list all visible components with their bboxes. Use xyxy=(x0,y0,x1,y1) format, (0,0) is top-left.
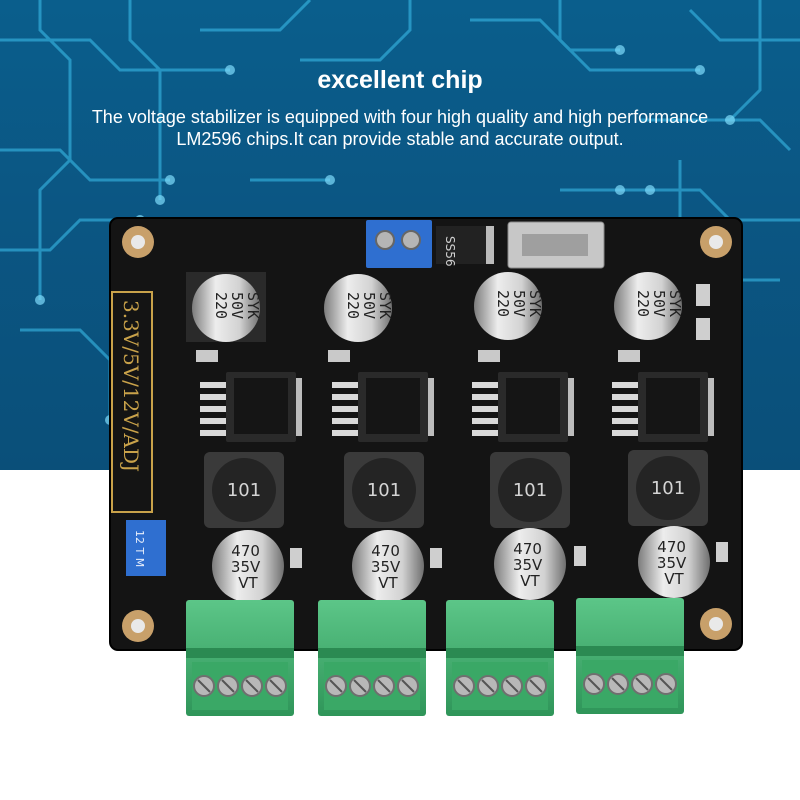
regulator-channel: 220 50V SYK 101 470 35V VT xyxy=(185,272,728,717)
lm2596-chip xyxy=(332,372,434,442)
output-capacitor xyxy=(494,528,566,600)
diode xyxy=(436,226,494,264)
input-capacitor xyxy=(474,272,542,340)
smd-resistor xyxy=(696,284,710,306)
smd-resistor xyxy=(696,318,710,340)
svg-text:220 50V SY: 220 50V SYK xyxy=(212,292,262,328)
circuit-trace-pattern xyxy=(0,0,800,425)
description: The voltage stabilizer is equipped with … xyxy=(40,106,760,150)
svg-text:470 35V VT: 470 35V VT xyxy=(513,540,547,590)
lm2596-chip xyxy=(472,372,574,442)
inductor-marking: 101 xyxy=(367,480,401,501)
silkscreen-label: 3.3V/5V/12V/ADJ xyxy=(119,300,143,472)
input-capacitor xyxy=(614,272,682,340)
svg-text:470 35V VT: 470 35V VT xyxy=(371,542,405,592)
svg-text:220 50V SY: 220 50V SYK xyxy=(494,290,544,326)
silkscreen-frame xyxy=(111,291,153,513)
lm2596-chip xyxy=(612,372,714,442)
output-terminal xyxy=(575,597,685,715)
svg-text:220 50V SY: 220 50V SYK xyxy=(634,290,684,326)
headline: excellent chip xyxy=(317,66,483,94)
input-capacitor xyxy=(192,274,260,342)
lm2596-chip xyxy=(200,372,302,442)
description-line-2: LM2596 chips.It can provide stable and a… xyxy=(176,129,624,149)
input-capacitor xyxy=(324,274,392,342)
diode-marking: SS56 xyxy=(443,236,457,267)
output-capacitor xyxy=(212,530,284,602)
svg-text:220 50V SY: 220 50V SYK xyxy=(344,292,394,328)
output-terminal xyxy=(445,599,555,717)
mounting-hole-icon xyxy=(122,226,732,642)
output-capacitor xyxy=(352,530,424,602)
inductor-marking: 101 xyxy=(227,480,261,501)
svg-text:470 35V VT: 470 35V VT xyxy=(231,542,265,592)
svg-text:470 35V VT: 470 35V VT xyxy=(657,538,691,588)
output-terminal xyxy=(317,599,427,717)
trimmer-potentiometer xyxy=(126,520,166,576)
inductor-marking: 101 xyxy=(513,480,547,501)
inductor-marking: 101 xyxy=(651,478,685,499)
description-line-1: The voltage stabilizer is equipped with … xyxy=(91,107,709,127)
output-terminal xyxy=(185,599,295,717)
trimmer-marking: 12 T M xyxy=(133,530,146,567)
output-capacitor xyxy=(638,526,710,598)
